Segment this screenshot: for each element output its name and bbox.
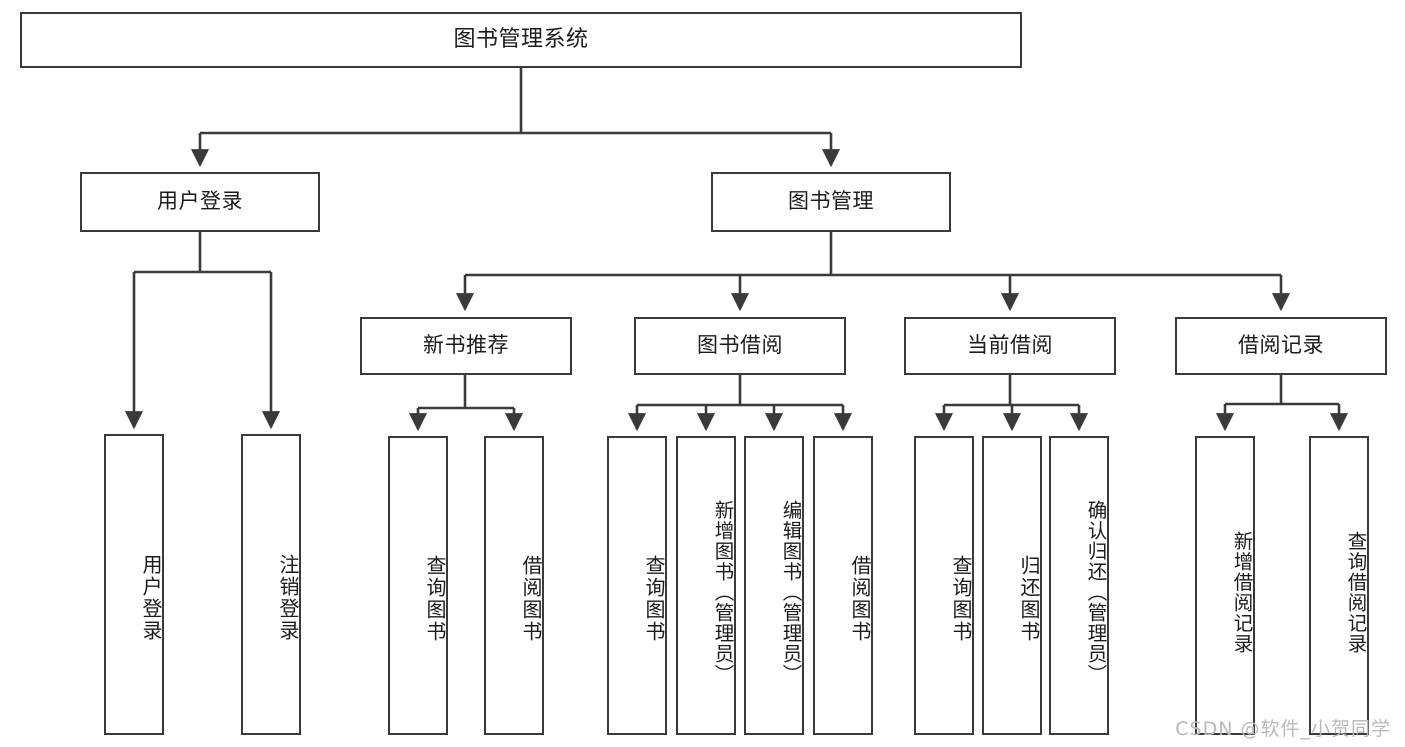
leaf-label: 用户登录 [139,553,163,642]
leaf-logout-login[interactable]: 注销登录 [241,434,301,735]
leaf-label: 查询图书 [949,554,973,643]
leaf-query-book-borrow[interactable]: 查询图书 [607,436,667,735]
node-book-management[interactable]: 图书管理 [711,172,951,232]
node-user-login[interactable]: 用户登录 [80,172,320,232]
leaf-confirm-return-admin[interactable]: 确认归还（管理员） [1049,436,1109,735]
leaf-label: 归还图书 [1017,554,1041,643]
leaf-user-login[interactable]: 用户登录 [104,434,164,735]
leaf-add-book-admin[interactable]: 新增图书（管理员） [676,436,736,735]
leaf-label: 查询图书 [642,554,666,643]
leaf-query-borrow-record[interactable]: 查询借阅记录 [1309,436,1369,735]
leaf-label: 确认归还（管理员） [1084,500,1107,685]
leaf-label: 注销登录 [276,553,300,642]
leaf-label: 查询借阅记录 [1344,531,1367,654]
node-new-book-recommend[interactable]: 新书推荐 [360,317,572,375]
leaf-borrow-book-new-recommend[interactable]: 借阅图书 [484,436,544,735]
node-root-book-management-system[interactable]: 图书管理系统 [20,12,1022,68]
leaf-borrow-book-borrow[interactable]: 借阅图书 [813,436,873,735]
leaf-query-book-current[interactable]: 查询图书 [914,436,974,735]
node-current-borrow[interactable]: 当前借阅 [904,317,1116,375]
leaf-label: 借阅图书 [848,554,872,643]
leaf-label: 新增图书（管理员） [711,500,734,685]
csdn-watermark: CSDN @软件_小贺同学 [1175,718,1391,740]
leaf-edit-book-admin[interactable]: 编辑图书（管理员） [744,436,804,735]
leaf-label: 借阅图书 [519,554,543,643]
leaf-label: 编辑图书（管理员） [779,500,802,685]
leaf-return-book[interactable]: 归还图书 [982,436,1042,735]
node-borrow-record[interactable]: 借阅记录 [1175,317,1387,375]
leaf-query-book-new-recommend[interactable]: 查询图书 [388,436,448,735]
node-book-borrow[interactable]: 图书借阅 [634,317,846,375]
leaf-add-borrow-record[interactable]: 新增借阅记录 [1195,436,1255,735]
leaf-label: 新增借阅记录 [1230,531,1253,654]
leaf-label: 查询图书 [423,554,447,643]
